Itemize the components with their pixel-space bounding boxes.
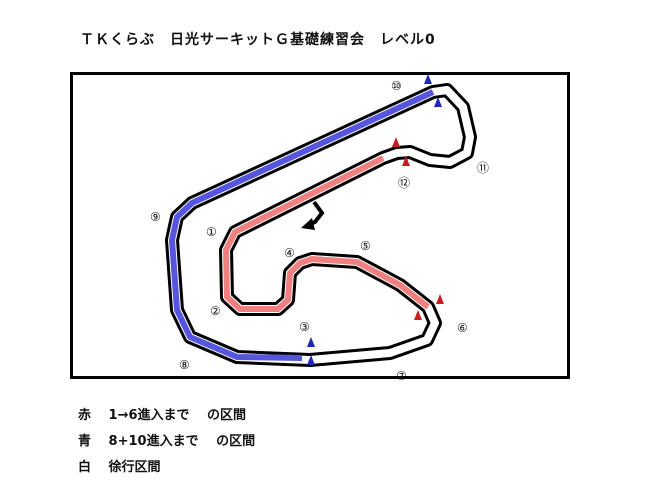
corner-2-label: ② bbox=[210, 304, 221, 318]
legend-blue: 青 8+10進入まで の区間 bbox=[78, 430, 255, 449]
corner-5-label: ⑤ bbox=[360, 239, 371, 253]
blue-cones bbox=[307, 74, 442, 365]
cone-icon bbox=[307, 355, 315, 365]
legend-text: 1→6進入まで の区間 bbox=[108, 408, 247, 423]
legend-white: 白 徐行区間 bbox=[78, 456, 161, 475]
corner-9-label: ⑨ bbox=[150, 210, 161, 224]
corner-12-label: ⑫ bbox=[398, 176, 410, 190]
red-cones bbox=[392, 137, 444, 320]
legend-color: 青 bbox=[78, 434, 92, 449]
corner-1-label: ① bbox=[206, 225, 217, 239]
cone-icon bbox=[434, 97, 442, 107]
cone-icon bbox=[424, 74, 432, 84]
corner-6-label: ⑥ bbox=[457, 321, 468, 335]
legend-text: 徐行区間 bbox=[108, 460, 161, 475]
cone-icon bbox=[414, 310, 422, 320]
corner-8-label: ⑧ bbox=[179, 358, 190, 372]
direction-arrow-icon bbox=[301, 200, 325, 230]
page-title: ＴＫくらぶ 日光サーキットＧ基礎練習会 レベル0 bbox=[80, 32, 436, 48]
corner-3-label: ③ bbox=[299, 320, 310, 334]
blue-section bbox=[169, 89, 435, 361]
red-section bbox=[223, 155, 430, 312]
legend-color: 白 bbox=[78, 460, 92, 475]
cone-icon bbox=[402, 156, 410, 166]
legend-red: 赤 1→6進入まで の区間 bbox=[78, 404, 246, 423]
legend-text: 8+10進入まで の区間 bbox=[108, 434, 256, 449]
cone-icon bbox=[392, 137, 400, 147]
cone-icon bbox=[307, 337, 315, 347]
corner-4-label: ④ bbox=[284, 246, 295, 260]
legend-color: 赤 bbox=[78, 408, 92, 423]
corner-10-label: ⑩ bbox=[391, 79, 402, 93]
corner-11-label: ⑪ bbox=[477, 161, 489, 175]
corner-7-label: ⑦ bbox=[396, 369, 407, 383]
track-frame bbox=[70, 72, 570, 379]
cone-icon bbox=[436, 294, 444, 304]
